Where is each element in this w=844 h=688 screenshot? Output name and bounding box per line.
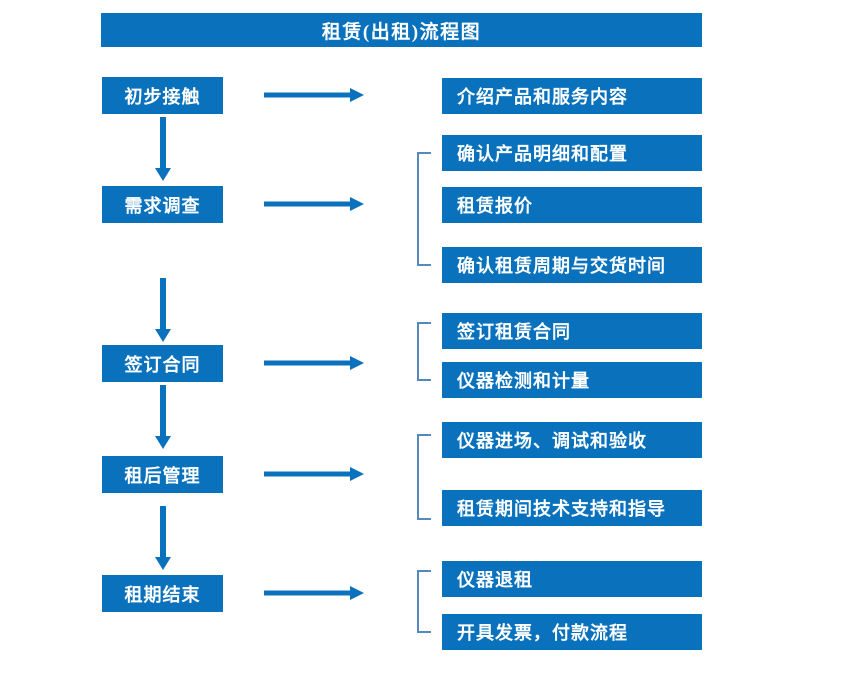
- detail-box-2-1[interactable]: 确认产品明细和配置: [442, 135, 702, 171]
- detail-box-2-2[interactable]: 租赁报价: [442, 187, 702, 223]
- group-bracket-3: [417, 322, 431, 381]
- stage-box-2[interactable]: 需求调查: [102, 186, 223, 223]
- detail-box-5-2[interactable]: 开具发票，付款流程: [442, 614, 702, 650]
- page-title: 租赁(出租)流程图: [101, 13, 702, 47]
- arrow-right-icon-5: [264, 586, 364, 600]
- arrow-down-icon-3: [155, 385, 171, 449]
- detail-box-5-1[interactable]: 仪器退租: [442, 561, 702, 597]
- detail-box-2-3[interactable]: 确认租赁周期与交货时间: [442, 247, 702, 283]
- group-bracket-4: [417, 434, 431, 520]
- group-bracket-5: [417, 570, 431, 633]
- stage-box-3[interactable]: 签订合同: [102, 345, 223, 382]
- detail-box-4-1[interactable]: 仪器进场、调试和验收: [442, 422, 702, 458]
- detail-box-3-2[interactable]: 仪器检测和计量: [442, 362, 702, 398]
- detail-box-1-1[interactable]: 介绍产品和服务内容: [442, 78, 702, 114]
- stage-box-5[interactable]: 租期结束: [102, 575, 223, 612]
- group-bracket-2: [417, 152, 431, 266]
- detail-box-4-2[interactable]: 租赁期间技术支持和指导: [442, 490, 702, 526]
- arrow-right-icon-1: [264, 88, 364, 102]
- stage-box-1[interactable]: 初步接触: [102, 77, 223, 114]
- arrow-down-icon-1: [155, 117, 171, 181]
- detail-box-3-1[interactable]: 签订租赁合同: [442, 313, 702, 349]
- arrow-right-icon-4: [264, 467, 364, 481]
- arrow-down-icon-4: [155, 506, 171, 570]
- arrow-down-icon-2: [155, 278, 171, 342]
- arrow-right-icon-2: [264, 197, 364, 211]
- stage-box-4[interactable]: 租后管理: [102, 456, 223, 493]
- arrow-right-icon-3: [264, 356, 364, 370]
